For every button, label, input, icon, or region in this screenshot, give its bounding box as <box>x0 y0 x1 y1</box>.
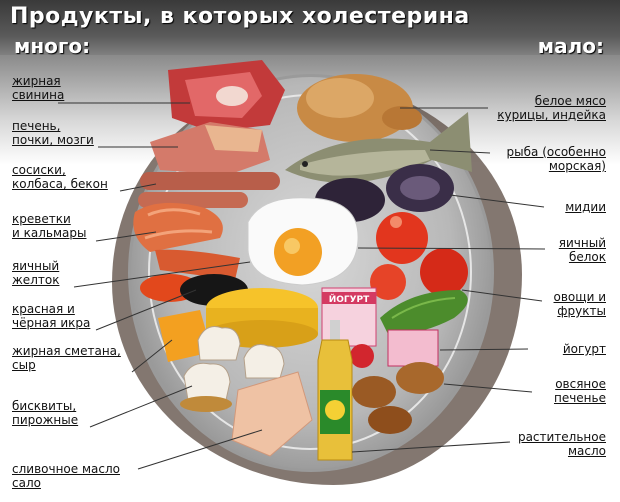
label-line: сосиски, <box>12 163 66 177</box>
label-egg-yolk: яичный желток <box>12 259 59 287</box>
label-vegetable-oil: растительное масло <box>518 430 606 458</box>
label-liver-kidneys-brains: печень, почки, мозги <box>12 119 94 147</box>
label-shrimps-squid: креветки и кальмары <box>12 212 86 240</box>
leader-lines <box>58 102 546 470</box>
label-line: масло <box>567 444 606 458</box>
label-line: жирная <box>12 74 61 88</box>
oat-cookies-image <box>352 362 444 434</box>
label-sausages-bacon: сосиски, колбаса, бекон <box>12 163 108 191</box>
label-line: сало <box>12 476 41 490</box>
label-line: красная и <box>12 302 75 316</box>
label-line: рыба (особенно <box>506 145 606 159</box>
header-background <box>0 0 620 60</box>
label-line: бисквиты, <box>12 399 77 413</box>
label-sour-cream-cheese: жирная сметана, сыр <box>12 344 121 372</box>
label-line: фрукты <box>557 304 606 318</box>
label-line: морская) <box>548 159 606 173</box>
label-line: белое мясо <box>534 94 606 108</box>
label-line: печенье <box>553 391 606 405</box>
cakes-image <box>180 326 285 412</box>
yogurt-label-text: ЙОГУРТ <box>329 293 370 305</box>
sausages-image <box>138 172 280 208</box>
label-fatty-pork: жирная свинина <box>12 74 64 102</box>
label-biscuits-cakes: бисквиты, пирожные <box>12 399 78 427</box>
label-line: мидии <box>565 200 606 214</box>
right-column-heading: мало: <box>537 34 604 58</box>
ham-image <box>231 371 313 457</box>
label-line: жирная сметана, <box>12 344 121 358</box>
cucumber-image <box>380 290 468 335</box>
label-line: курицы, индейка <box>497 108 606 122</box>
label-line: почки, мозги <box>12 133 94 147</box>
label-fish: рыба (особенно морская) <box>507 145 606 173</box>
liver-image <box>150 122 270 175</box>
label-line: сыр <box>12 358 36 372</box>
fish-image <box>285 112 472 183</box>
pork-image <box>168 60 285 132</box>
label-yogurt: йогурт <box>563 342 606 356</box>
label-line: колбаса, бекон <box>12 177 108 191</box>
fried-egg-image <box>247 197 359 286</box>
label-line: желток <box>12 273 60 287</box>
label-egg-white: яичный белок <box>559 236 606 264</box>
label-line: яичный <box>12 259 60 273</box>
label-line: овсяное <box>555 377 606 391</box>
shrimps-image <box>133 202 240 280</box>
left-column-heading: много: <box>14 34 91 58</box>
label-line: свинина <box>12 88 65 102</box>
label-line: креветки <box>12 212 71 226</box>
label-line: печень, <box>12 119 61 133</box>
label-line: пирожные <box>12 413 79 427</box>
label-butter-lard: сливочное масло сало <box>12 462 120 490</box>
label-line: сливочное масло <box>12 462 120 476</box>
label-line: и кальмары <box>12 226 87 240</box>
yogurt-image: ЙОГУРТ <box>321 287 439 368</box>
label-line: яичный <box>558 236 606 250</box>
page-title: Продукты, в которых холестерина <box>10 4 470 29</box>
label-line: овощи и <box>553 290 606 304</box>
label-line: йогурт <box>562 342 606 356</box>
label-line: растительное <box>517 430 606 444</box>
chicken-image <box>297 74 422 142</box>
label-line: белок <box>568 250 606 264</box>
label-vegetables-fruits: овощи и фрукты <box>554 290 606 318</box>
tomatoes-image <box>370 212 468 300</box>
label-oat-cookies: овсяное печенье <box>554 377 606 405</box>
label-line: чёрная икра <box>12 316 91 330</box>
label-white-meat: белое мясо курицы, индейка <box>497 94 606 122</box>
oil-bottle-image <box>317 320 353 461</box>
label-mussels: мидии <box>565 200 606 214</box>
label-caviar: красная и чёрная икра <box>12 302 90 330</box>
